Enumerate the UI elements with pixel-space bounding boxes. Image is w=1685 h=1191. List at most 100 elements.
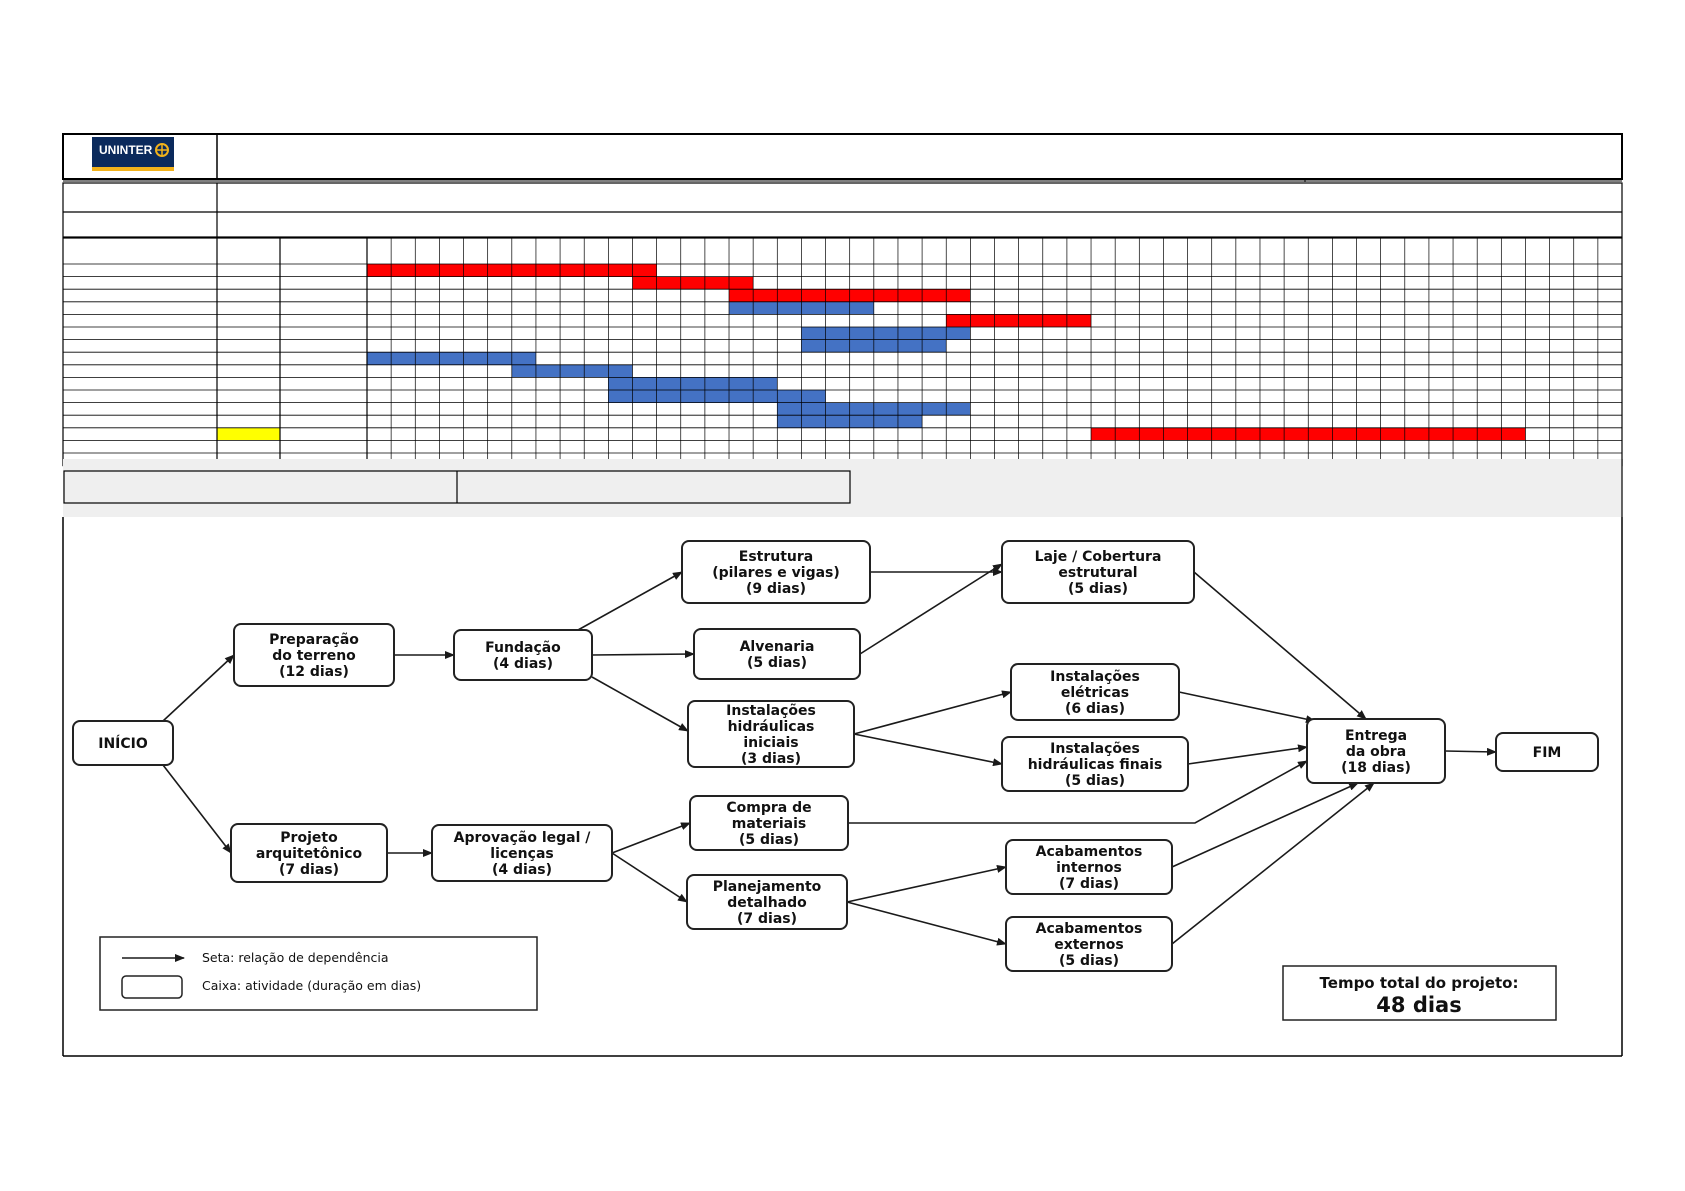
- gantt-bar-10: [608, 377, 778, 390]
- activity-box: [686, 874, 848, 930]
- activity-label-line: Compra de: [726, 800, 811, 816]
- arrow-hidraulicas-iniciais-to-hidraulicas-finais: [853, 733, 1003, 767]
- arrow-planejamento-to-acab-externos: [846, 901, 1007, 946]
- activity-box: [72, 720, 174, 766]
- activity-label-line: (5 dias): [1059, 953, 1119, 969]
- activity-label-line: (5 dias): [1065, 773, 1125, 789]
- activity-label-line: Acabamentos: [1036, 844, 1143, 860]
- activity-label-line: (18 dias): [1341, 760, 1411, 776]
- activity-label-line: materiais: [732, 816, 807, 832]
- activity-label-line: (6 dias): [1065, 701, 1125, 717]
- activity-label-line: Instalações: [1050, 741, 1140, 757]
- activity-label-line: Laje / Cobertura: [1035, 549, 1162, 565]
- arrow-hidraulicas-iniciais-to-eletricas: [853, 690, 1012, 735]
- activity-label-line: hidráulicas: [728, 719, 815, 735]
- activity-node-fim: FIM: [1495, 732, 1599, 772]
- activity-label-line: (4 dias): [492, 862, 552, 878]
- legend-box-text: Caixa: atividade (duração em dias): [202, 978, 421, 993]
- activity-box: [453, 629, 593, 681]
- activity-label-line: (5 dias): [1068, 581, 1128, 597]
- activity-node-fundacao: Fundação(4 dias): [453, 629, 593, 681]
- activity-label-line: (3 dias): [741, 751, 801, 767]
- arrow-fundacao-to-hidraulicas-iniciais: [591, 676, 689, 732]
- activity-label-line: Planejamento: [713, 879, 822, 895]
- activity-label-line: Aprovação legal /: [454, 830, 592, 846]
- arrow-inicio-to-projeto: [162, 764, 232, 854]
- arrow-eletricas-to-entrega: [1178, 691, 1316, 724]
- activity-label-line: Estrutura: [739, 549, 813, 565]
- activity-box: [1010, 663, 1180, 721]
- activity-label-line: Fundação: [485, 640, 561, 656]
- legend-box-icon: [121, 975, 183, 999]
- arrow-fundacao-to-alvenaria: [591, 650, 695, 659]
- arrow-acab-internos-to-entrega: [1171, 782, 1359, 868]
- arrow-planejamento-to-acab-internos: [846, 865, 1007, 903]
- activity-box: [233, 623, 395, 687]
- activity-label-line: (5 dias): [747, 655, 807, 671]
- total-time-label: Tempo total do projeto:: [1320, 974, 1519, 992]
- arrow-inicio-to-preparacao: [162, 654, 235, 722]
- activity-label-line: Instalações: [726, 703, 816, 719]
- activity-box: [1005, 916, 1173, 972]
- activity-box: [687, 700, 855, 768]
- info-rows: [62, 182, 1623, 238]
- activity-label-line: licenças: [490, 846, 553, 862]
- gantt-milestone-cell: [217, 427, 280, 441]
- activity-box: [1495, 732, 1599, 772]
- activity-label-line: (7 dias): [737, 911, 797, 927]
- activity-label-line: (5 dias): [739, 832, 799, 848]
- arrow-hidraulicas-finais-to-entrega: [1187, 744, 1308, 765]
- arrow-aprovacao-to-planejamento: [611, 852, 688, 903]
- arrow-compra-to-entrega: [848, 760, 1308, 824]
- logo-background: [92, 137, 174, 171]
- activity-label-line: Alvenaria: [740, 639, 815, 655]
- arrow-acab-externos-to-entrega: [1171, 782, 1375, 945]
- activity-label-line: (4 dias): [493, 656, 553, 672]
- activity-box: [230, 823, 388, 883]
- summary-area: [63, 459, 1623, 517]
- gantt-bar-8: [367, 352, 536, 365]
- activity-box: [693, 628, 861, 680]
- uninter-logo: UNINTER: [92, 137, 174, 171]
- activity-label-line: internos: [1056, 860, 1122, 876]
- activity-label-line: (12 dias): [279, 664, 349, 680]
- network-diagram-frame: [62, 517, 1623, 1057]
- activity-node-inicio: INÍCIO: [72, 720, 174, 766]
- activity-box: [689, 795, 849, 851]
- activity-label-line: hidráulicas finais: [1028, 757, 1163, 773]
- activity-label-line: estrutural: [1058, 565, 1137, 581]
- legend-arrow-text: Seta: relação de dependência: [202, 950, 389, 965]
- activity-label-line: FIM: [1533, 745, 1562, 761]
- activity-label-line: Projeto: [280, 830, 338, 846]
- activity-box: [681, 540, 871, 604]
- activity-box: [1001, 736, 1189, 792]
- arrow-laje-to-entrega: [1193, 571, 1367, 720]
- dependency-arrows: [162, 563, 1497, 946]
- activity-node-aprovacao: Aprovação legal /licenças(4 dias): [431, 824, 613, 882]
- activity-label-line: detalhado: [727, 895, 807, 911]
- activity-box: [1001, 540, 1195, 604]
- activity-label-line: da obra: [1346, 744, 1406, 760]
- activity-box: [1306, 718, 1446, 784]
- gantt-bar-11: [608, 390, 826, 403]
- arrow-alvenaria-to-laje: [859, 563, 1003, 655]
- activity-label-line: (9 dias): [746, 581, 806, 597]
- activity-box: [1005, 839, 1173, 895]
- arrow-entrega-to-fim: [1444, 747, 1497, 756]
- activity-node-alvenaria: Alvenaria(5 dias): [693, 628, 861, 680]
- activity-label-line: do terreno: [272, 648, 356, 664]
- gantt-chart: [62, 237, 1623, 467]
- activity-label-line: INÍCIO: [98, 735, 148, 752]
- activity-label-line: Instalações: [1050, 669, 1140, 685]
